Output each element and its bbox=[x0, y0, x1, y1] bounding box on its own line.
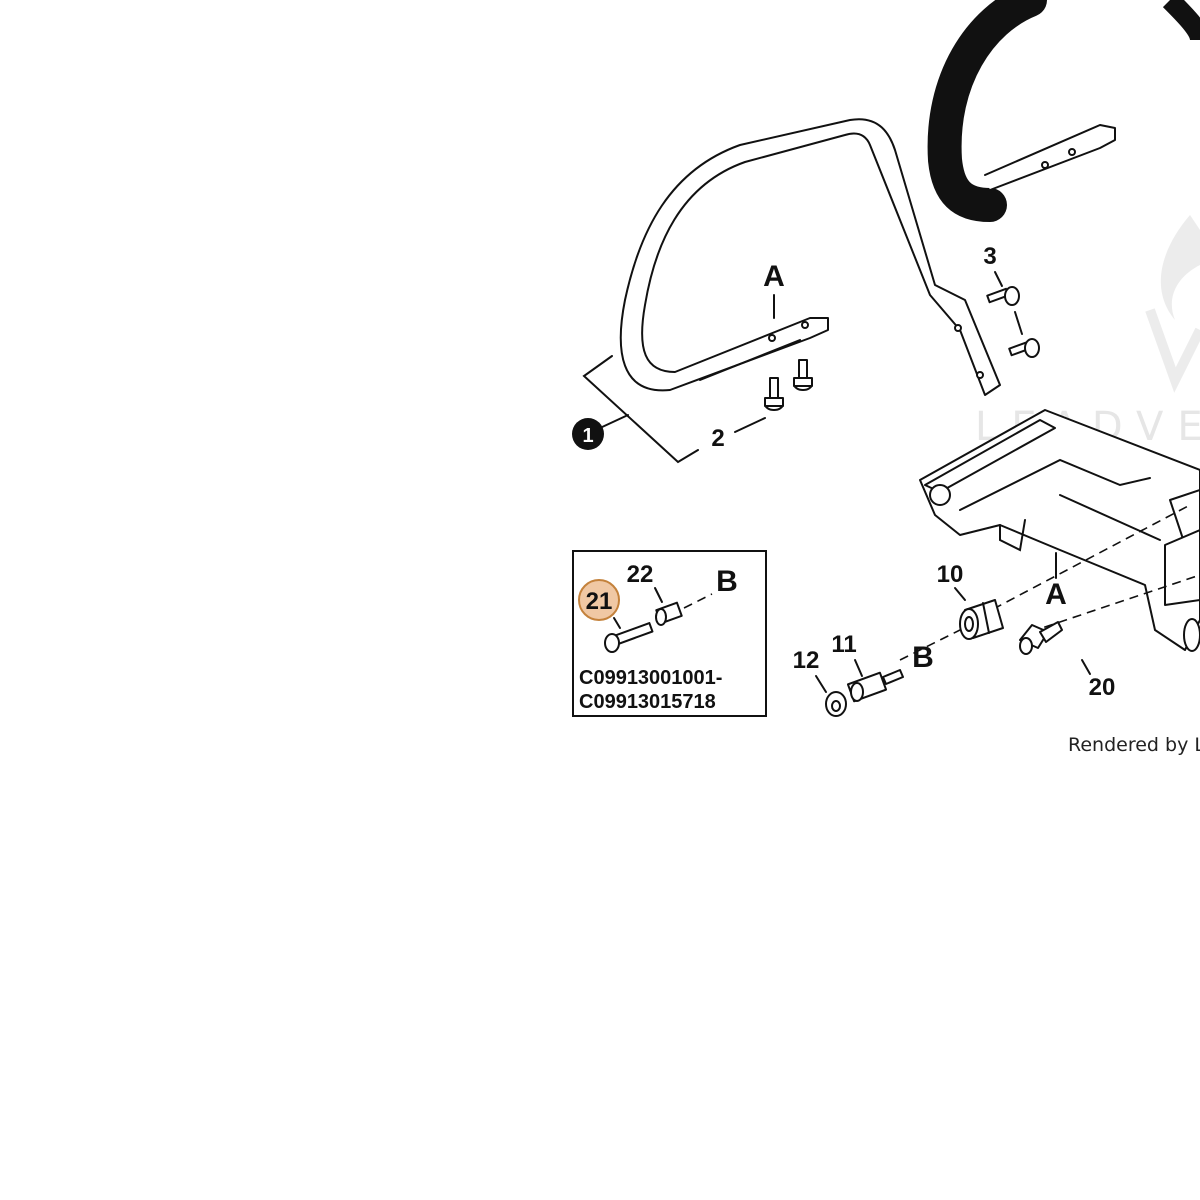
assembly-line-b bbox=[899, 624, 971, 661]
part-3-leader bbox=[994, 271, 1003, 287]
part-20-label: 20 bbox=[1089, 674, 1116, 701]
part-22-label: 22 bbox=[627, 561, 654, 588]
part-11-leader bbox=[854, 659, 863, 677]
part-10-leader bbox=[954, 587, 966, 601]
ref-a-right: A bbox=[1045, 578, 1067, 611]
rear-handle bbox=[927, 0, 1200, 222]
part-12-label: 12 bbox=[793, 647, 820, 674]
part-11-label: 11 bbox=[831, 631, 856, 658]
spacer-22 bbox=[655, 601, 683, 626]
serial-range-end: C09913015718 bbox=[579, 691, 716, 713]
part-12-leader bbox=[815, 675, 827, 693]
part-2-leader bbox=[734, 417, 766, 433]
screw-3a bbox=[986, 286, 1020, 306]
front-handle-bar bbox=[619, 118, 1001, 396]
av-buffer-10 bbox=[959, 599, 1004, 640]
watermark-flame-icon bbox=[1160, 215, 1200, 320]
part-21-leader bbox=[613, 617, 621, 629]
screw-21 bbox=[604, 622, 654, 653]
av-mount-bracket bbox=[919, 409, 1200, 652]
inset-assembly-line bbox=[683, 593, 713, 609]
watermark: LEADVE bbox=[975, 215, 1200, 450]
screw-3b bbox=[1008, 338, 1040, 358]
render-credit: Rendered by Lea bbox=[1068, 734, 1200, 756]
screw-2a bbox=[764, 377, 784, 411]
washer-12 bbox=[825, 691, 847, 717]
assembly-line-a bbox=[979, 504, 1191, 617]
part-1-leader bbox=[599, 414, 629, 429]
ref-b-main: B bbox=[912, 641, 934, 674]
spacer-screw-11 bbox=[846, 669, 904, 703]
fitting-20 bbox=[1019, 621, 1063, 655]
serial-range-start: C09913001001- bbox=[579, 667, 722, 689]
part-1-bracket bbox=[582, 355, 699, 464]
highlight-marker-21[interactable] bbox=[578, 579, 620, 621]
screw-2b bbox=[793, 359, 813, 391]
inset-box: 21 22 B C09913001001- C09913015718 bbox=[572, 550, 767, 717]
part-3-label: 3 bbox=[983, 243, 996, 270]
ref-a-top: A bbox=[763, 260, 785, 293]
part-21-label[interactable]: 21 bbox=[586, 588, 613, 615]
ref-b-inset: B bbox=[716, 565, 738, 598]
part-10-label: 10 bbox=[937, 561, 964, 588]
watermark-v-icon bbox=[1145, 308, 1200, 393]
part-1-badge bbox=[572, 418, 604, 450]
part-22-leader bbox=[654, 587, 663, 603]
part-20-leader bbox=[1081, 659, 1091, 675]
part-2-label: 2 bbox=[711, 425, 724, 452]
part-1-label: 1 bbox=[582, 425, 593, 447]
